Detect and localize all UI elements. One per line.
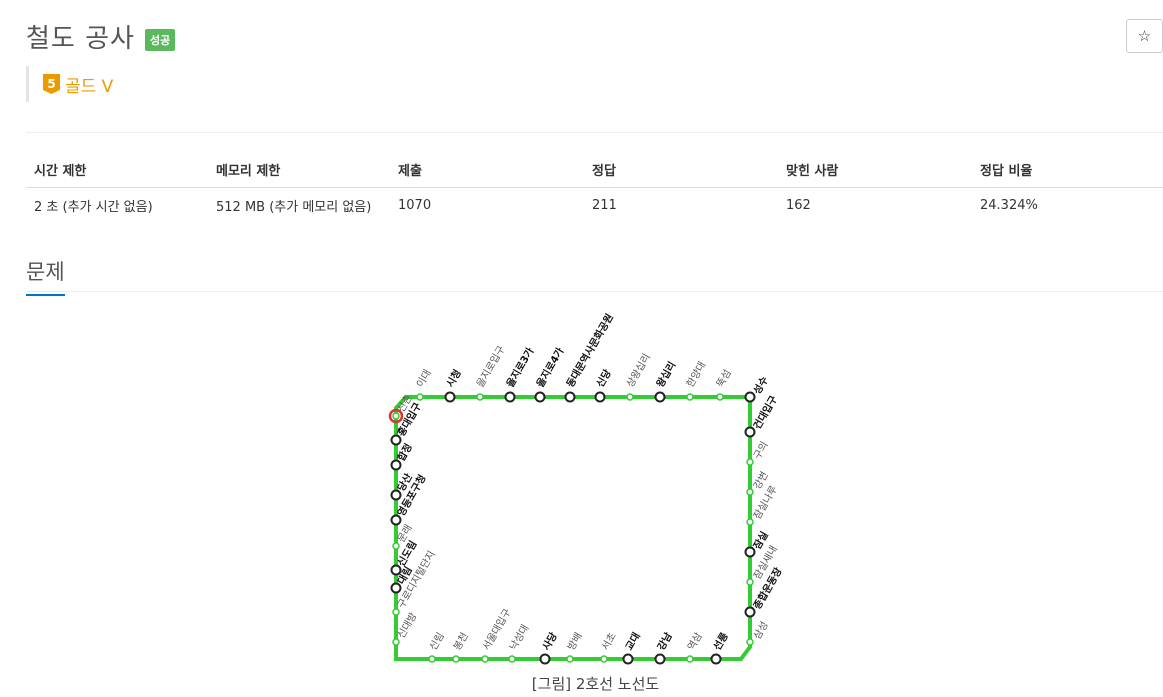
station-label: 방배 <box>565 631 585 653</box>
line-2-track <box>394 395 752 661</box>
divider <box>26 132 1163 133</box>
status-badge: 성공 <box>144 28 176 51</box>
station-label: 봉천 <box>451 631 471 653</box>
station-label: 을지로4가 <box>533 344 567 389</box>
station-marker <box>566 655 574 663</box>
station-label: 신도림 <box>394 538 419 568</box>
station-marker <box>539 653 551 665</box>
submissions-value: 1070 <box>398 198 432 214</box>
station-label: 구의 <box>751 440 771 462</box>
accept-ratio-value: 24.324% <box>980 198 1038 214</box>
problem-title: 철도 공사 <box>26 24 135 54</box>
station-marker <box>392 638 400 646</box>
tier-name[interactable]: 골드 V <box>65 76 114 97</box>
station-marker <box>390 514 402 526</box>
station-label: 왕십리 <box>653 359 678 389</box>
station-marker <box>428 655 436 663</box>
station-label: 시청 <box>443 367 463 389</box>
station-marker <box>476 393 484 401</box>
station-marker <box>416 393 424 401</box>
station-marker <box>392 608 400 616</box>
station-marker <box>746 638 754 646</box>
station-marker <box>594 391 606 403</box>
station-label: 신림 <box>427 631 447 653</box>
station-label: 사당 <box>539 629 560 652</box>
table-row: 2 초 (추가 시간 없음) 512 MB (추가 메모리 없음) 1070 2… <box>26 187 1163 224</box>
station-label: 역삼 <box>685 631 705 653</box>
header-time-limit: 시간 제한 <box>26 152 208 188</box>
station-marker <box>600 655 608 663</box>
time-limit-value: 2 초 (추가 시간 없음) <box>34 200 153 216</box>
station-marker <box>746 488 754 496</box>
station-marker <box>744 391 756 403</box>
station-marker <box>390 582 402 594</box>
station-marker <box>654 653 666 665</box>
station-marker <box>390 489 402 501</box>
station-marker <box>746 458 754 466</box>
info-table: 시간 제한 메모리 제한 제출 정답 맞힌 사람 정답 비율 2 초 (추가 시… <box>26 152 1163 224</box>
station-marker <box>508 655 516 663</box>
station-marker <box>481 655 489 663</box>
station-label: 을지로입구 <box>473 343 507 389</box>
station-marker <box>452 655 460 663</box>
station-label: 낙성대 <box>507 623 531 653</box>
station-marker <box>392 412 400 420</box>
station-marker <box>390 459 402 471</box>
station-marker <box>744 546 756 558</box>
station-marker <box>534 391 546 403</box>
station-marker <box>626 393 634 401</box>
station-marker <box>686 655 694 663</box>
header-submissions[interactable]: 제출 <box>390 152 584 188</box>
tier-row: 5 골드 V <box>26 66 113 102</box>
figure-caption: [그림] 2호선 노선도 <box>531 675 660 693</box>
station-marker <box>744 606 756 618</box>
memory-limit-value: 512 MB (추가 메모리 없음) <box>216 200 372 216</box>
station-marker <box>504 391 516 403</box>
station-marker <box>392 542 400 550</box>
station-label: 강남 <box>654 629 675 652</box>
station-marker <box>746 578 754 586</box>
station-marker <box>654 391 666 403</box>
accepted-value: 211 <box>592 198 617 214</box>
station-label: 을지로3가 <box>503 344 537 389</box>
station-label: 뚝섬 <box>714 368 734 390</box>
station-marker <box>622 653 634 665</box>
station-marker <box>444 391 456 403</box>
title-row: 철도 공사 성공 <box>26 18 176 55</box>
station-label: 서초 <box>599 631 619 653</box>
header-solved-users[interactable]: 맞힌 사람 <box>778 152 972 188</box>
station-label: 잠실나루 <box>751 484 780 522</box>
station-label: 신대방 <box>395 611 419 641</box>
station-label: 신당 <box>593 366 614 389</box>
section-divider <box>26 291 1163 292</box>
station-marker <box>686 393 694 401</box>
section-title: 문제 <box>26 256 65 296</box>
station-label: 삼성 <box>751 620 771 642</box>
station-label: 상왕십리 <box>624 352 653 390</box>
station-marker <box>746 518 754 526</box>
star-button[interactable]: ☆ <box>1126 19 1163 53</box>
station-label: 한양대 <box>684 360 708 390</box>
station-marker <box>564 391 576 403</box>
station-label: 선릉 <box>710 630 730 652</box>
header-accepted[interactable]: 정답 <box>584 152 778 188</box>
station-marker <box>744 426 756 438</box>
tier-icon: 5 <box>43 74 60 94</box>
station-label: 교대 <box>622 630 642 652</box>
station-marker <box>710 653 722 665</box>
station-label: 이대 <box>414 368 434 390</box>
header-memory-limit: 메모리 제한 <box>208 152 390 188</box>
table-header-row: 시간 제한 메모리 제한 제출 정답 맞힌 사람 정답 비율 <box>26 152 1163 188</box>
header-accept-ratio: 정답 비율 <box>972 152 1163 188</box>
station-highlight-ring <box>388 408 404 424</box>
station-marker <box>716 393 724 401</box>
station-marker <box>390 434 402 446</box>
solved-users-value: 162 <box>786 198 811 214</box>
station-marker <box>390 564 402 576</box>
